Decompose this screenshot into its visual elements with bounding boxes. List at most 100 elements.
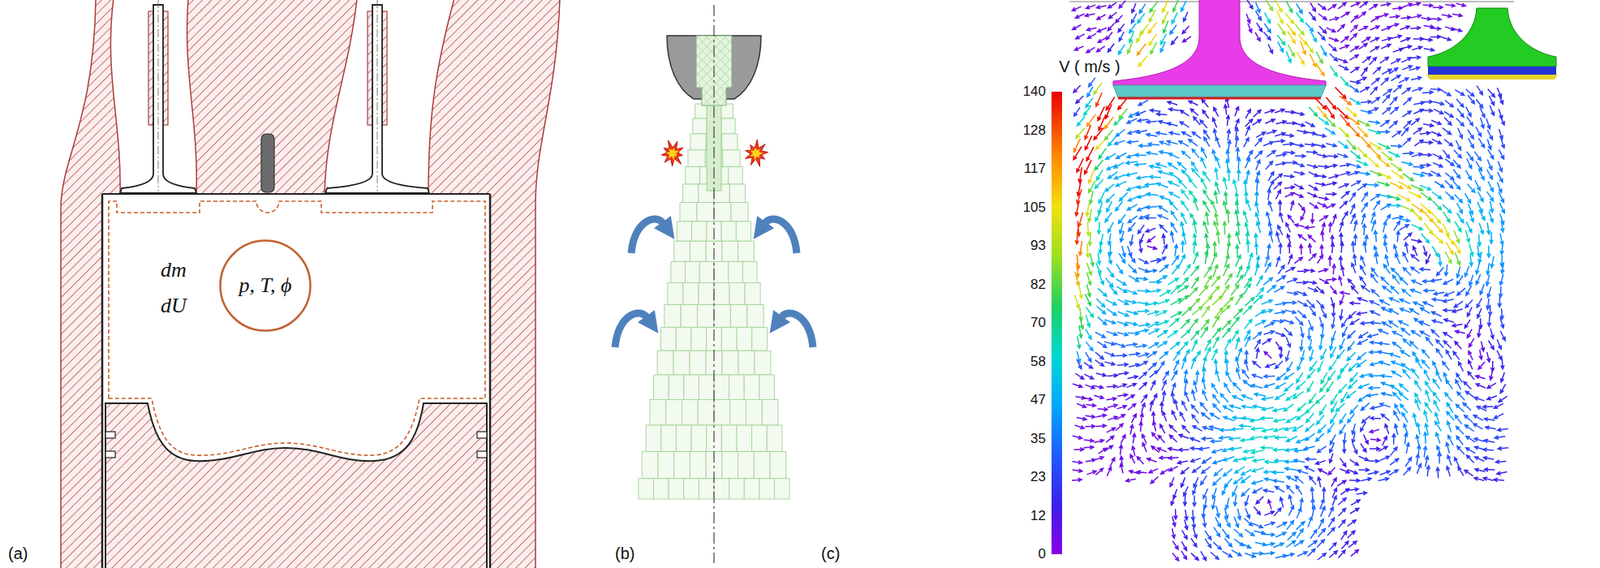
velocity-vector — [1172, 265, 1180, 275]
velocity-vector — [1382, 107, 1391, 115]
velocity-vector — [1319, 25, 1327, 34]
velocity-vector — [1422, 99, 1433, 104]
velocity-vector — [1370, 405, 1381, 409]
velocity-vector — [1183, 264, 1191, 276]
flame-symbol — [749, 147, 764, 161]
spray-parcel — [752, 425, 768, 452]
velocity-vector — [1255, 179, 1260, 191]
velocity-vector — [1359, 468, 1370, 472]
velocity-vector — [1465, 425, 1475, 432]
velocity-vector — [1147, 351, 1157, 358]
velocity-vector — [1097, 317, 1106, 326]
velocity-vector — [1498, 129, 1503, 140]
velocity-vector — [1226, 129, 1231, 141]
velocity-vector — [1239, 424, 1252, 428]
velocity-vector — [1244, 553, 1256, 558]
velocity-vector — [1212, 460, 1224, 465]
velocity-vector — [1096, 298, 1105, 307]
velocity-vector — [1267, 244, 1271, 256]
velocity-vector — [1118, 311, 1129, 317]
velocity-vector — [1466, 116, 1474, 126]
velocity-vector — [1174, 400, 1178, 411]
velocity-vector — [1431, 131, 1441, 136]
velocity-vector — [1293, 391, 1304, 399]
velocity-vector — [1192, 495, 1196, 507]
velocity-vector — [1432, 311, 1442, 317]
velocity-vector — [1473, 423, 1484, 430]
spray-parcel — [744, 374, 760, 400]
velocity-vector — [1294, 459, 1306, 463]
velocity-vector — [1181, 240, 1185, 253]
velocity-vector — [1169, 25, 1177, 35]
velocity-vector — [1241, 488, 1250, 497]
velocity-vector — [1224, 383, 1231, 394]
velocity-vector — [1497, 172, 1503, 182]
velocity-vector — [1349, 85, 1359, 92]
velocity-vector — [1360, 266, 1367, 276]
spray-parcel — [653, 478, 669, 499]
velocity-vector — [1357, 311, 1368, 315]
velocity-vector — [1246, 170, 1250, 182]
velocity-vector — [1145, 227, 1156, 233]
spray-parcel — [674, 451, 691, 478]
velocity-vector — [1342, 442, 1347, 453]
velocity-vector — [1486, 118, 1491, 130]
velocity-vector — [1275, 486, 1285, 493]
velocity-vector — [1199, 285, 1209, 296]
velocity-vector — [1174, 508, 1178, 520]
velocity-vector — [1316, 64, 1325, 77]
velocity-vector — [1360, 321, 1372, 325]
velocity-vector — [1320, 231, 1325, 241]
velocity-vector — [1245, 158, 1251, 169]
velocity-vector — [1390, 447, 1398, 456]
velocity-vector — [1099, 192, 1105, 203]
spray-parcel — [689, 350, 706, 375]
velocity-vector — [1359, 455, 1369, 461]
velocity-vector — [1158, 206, 1169, 213]
velocity-vector — [1118, 23, 1125, 32]
velocity-vector — [1201, 147, 1208, 158]
velocity-vector — [1420, 307, 1431, 314]
velocity-vector — [1273, 182, 1282, 190]
velocity-vector — [1370, 25, 1380, 31]
velocity-vector — [1138, 99, 1149, 106]
intake-port — [110, 0, 197, 194]
velocity-vector — [1326, 381, 1334, 392]
velocity-vector — [1351, 241, 1355, 253]
velocity-vector — [1243, 210, 1248, 223]
velocity-vector — [1252, 120, 1262, 126]
velocity-vector — [1318, 268, 1329, 272]
velocity-vector — [1113, 162, 1124, 168]
velocity-vector — [1146, 120, 1157, 124]
velocity-vector — [1371, 274, 1378, 284]
velocity-vector — [1466, 221, 1472, 233]
velocity-vector — [1409, 66, 1420, 70]
velocity-vector — [1072, 383, 1083, 388]
velocity-vector — [1498, 149, 1504, 160]
velocity-vector — [1183, 12, 1189, 22]
velocity-vector — [1474, 151, 1481, 161]
velocity-vector — [1402, 98, 1411, 106]
velocity-vector — [1242, 404, 1254, 409]
velocity-vector — [1500, 115, 1506, 125]
velocity-vector — [1341, 12, 1351, 18]
velocity-vector — [1315, 174, 1326, 178]
velocity-vector — [1293, 111, 1304, 116]
velocity-vector — [1339, 295, 1344, 305]
velocity-vector — [1328, 422, 1335, 433]
colorbar — [1051, 91, 1063, 555]
velocity-vector — [1264, 511, 1275, 516]
velocity-vector — [1445, 379, 1453, 389]
velocity-vector — [1497, 447, 1509, 451]
spray-parcel — [722, 350, 739, 375]
velocity-vector — [1264, 12, 1270, 24]
velocity-vector — [1308, 107, 1317, 117]
velocity-vector — [1071, 477, 1082, 482]
velocity-vector — [1361, 68, 1368, 77]
velocity-vector — [1452, 13, 1463, 18]
velocity-vector — [1200, 120, 1208, 129]
velocity-vector — [1274, 286, 1285, 293]
velocity-vector — [1487, 286, 1492, 297]
velocity-vector — [1357, 146, 1368, 157]
velocity-vector — [1347, 520, 1356, 527]
